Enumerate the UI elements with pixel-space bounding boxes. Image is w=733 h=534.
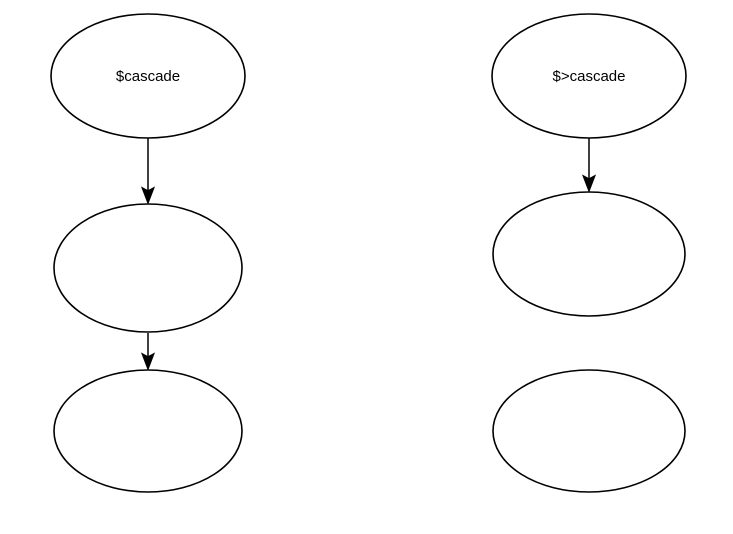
edge-right-1-arrowhead <box>581 174 597 193</box>
node-left-2-shape[interactable] <box>53 203 243 333</box>
edge-left-1-arrowhead <box>140 186 156 205</box>
node-right-2[interactable] <box>492 191 686 317</box>
right-column-group: $>cascade <box>491 13 687 493</box>
node-right-1-label: $>cascade <box>553 68 626 85</box>
node-left-1[interactable]: $cascade <box>50 13 246 139</box>
node-right-3-shape[interactable] <box>492 369 686 493</box>
edge-left-2-arrowhead <box>140 352 156 371</box>
node-right-2-shape[interactable] <box>492 191 686 317</box>
node-left-3[interactable] <box>53 369 243 493</box>
node-right-3[interactable] <box>492 369 686 493</box>
node-right-1[interactable]: $>cascade <box>491 13 687 139</box>
node-left-1-label: $cascade <box>116 68 180 85</box>
node-left-3-shape[interactable] <box>53 369 243 493</box>
node-left-2[interactable] <box>53 203 243 333</box>
edge-left-2[interactable] <box>140 333 156 371</box>
left-column-group: $cascade <box>50 13 246 493</box>
edge-left-1[interactable] <box>140 138 156 205</box>
edge-right-1[interactable] <box>581 138 597 193</box>
